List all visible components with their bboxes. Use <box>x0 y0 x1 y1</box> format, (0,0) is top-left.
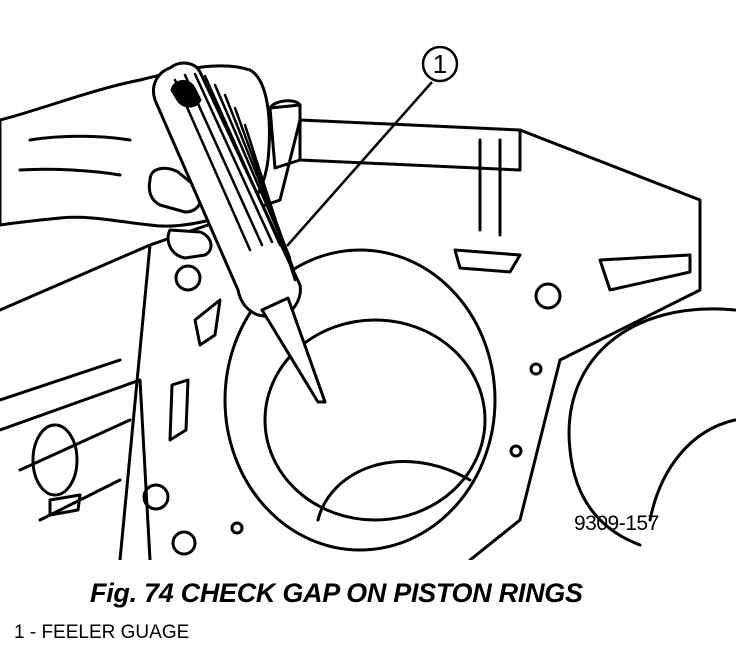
piston-top-edge <box>316 459 472 522</box>
engine-block-illustration: 1 <box>0 45 736 560</box>
callout-number: 1 <box>433 49 447 79</box>
dowel-pin <box>268 99 302 170</box>
coolant-slot-4 <box>168 378 190 442</box>
bolt-hole-2 <box>174 264 202 292</box>
callout-1: 1 <box>286 45 459 247</box>
bolt-hole-1 <box>534 282 562 310</box>
drawing-code: 9309-157 <box>574 512 659 535</box>
bolt-hole-7 <box>171 530 197 556</box>
adjacent-bore-right-inner <box>648 418 736 522</box>
cylinder-bore-outer <box>223 248 497 552</box>
feeler-gauge <box>152 61 327 404</box>
coolant-slot-2 <box>598 253 692 292</box>
legend: 1 - FEELER GUAGE <box>14 622 189 644</box>
coolant-slot-3 <box>193 298 222 347</box>
cylinder-bore-inner <box>263 318 487 522</box>
bolt-hole-3 <box>142 483 170 511</box>
legend-item: 1 - FEELER GUAGE <box>14 622 190 643</box>
block-rear-rail <box>298 118 522 237</box>
block-deck-outline <box>0 118 702 560</box>
bolt-hole-5 <box>509 444 523 458</box>
coolant-slot-5 <box>48 493 82 517</box>
adjacent-bore-right <box>567 307 736 547</box>
bolt-hole-4 <box>529 362 543 376</box>
coolant-slot-1 <box>453 248 522 274</box>
bolt-hole-6 <box>230 521 244 535</box>
figure-caption: Fig. 74 CHECK GAP ON PISTON RINGS <box>90 578 583 608</box>
adjacent-bore-left <box>31 423 79 497</box>
